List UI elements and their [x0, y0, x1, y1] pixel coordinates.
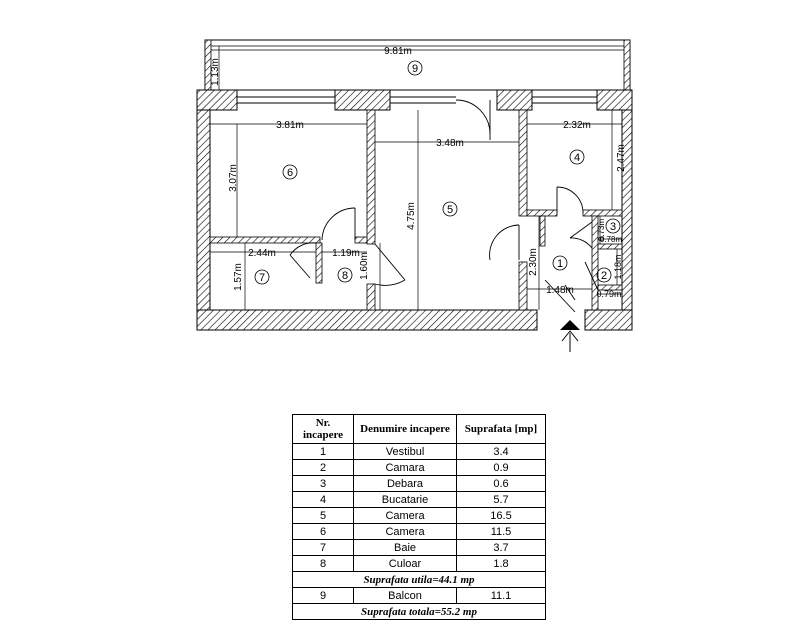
dim-room8-height: 1.60m — [359, 252, 370, 280]
cell-name: Debara — [353, 475, 457, 492]
total-row: Suprafata totala=55.2 mp — [292, 603, 546, 620]
dim-room3-width: 0.78m — [600, 235, 623, 244]
cell-name: Vestibul — [353, 443, 457, 460]
cell-nr: 6 — [292, 523, 354, 540]
cell-area: 3.7 — [456, 539, 546, 556]
cell-name: Camera — [353, 507, 457, 524]
table-row: 8 Culoar 1.8 — [292, 555, 546, 572]
room-numbers: 9 6 5 4 3 7 8 1 2 — [259, 63, 616, 284]
cell-nr: 8 — [292, 555, 354, 572]
dim-room2-width: 0.79m — [596, 289, 621, 299]
cell-name: Camara — [353, 459, 457, 476]
subtotal-text: Suprafata utila=44.1 mp — [292, 571, 546, 588]
table-header-row: Nr. incapere Denumire incapere Suprafata… — [292, 414, 546, 444]
room-markers — [254, 60, 621, 285]
table-row: 4 Bucatarie 5.7 — [292, 491, 546, 508]
dim-room5-height: 4.75m — [406, 202, 417, 230]
cell-name: Bucatarie — [353, 491, 457, 508]
cell-nr: 7 — [292, 539, 354, 556]
table-row: 7 Baie 3.7 — [292, 539, 546, 556]
dim-room4-width: 2.32m — [563, 120, 591, 131]
cell-area: 0.6 — [456, 475, 546, 492]
table-row: 5 Camera 16.5 — [292, 507, 546, 524]
dim-room7-width: 2.44m — [248, 248, 276, 259]
dim-room1-height: 2.30m — [528, 248, 539, 276]
header-name: Denumire incapere — [353, 414, 457, 444]
inner-walls — [209, 109, 623, 311]
cell-nr: 3 — [292, 475, 354, 492]
cell-nr: 1 — [292, 443, 354, 460]
cell-nr: 2 — [292, 459, 354, 476]
dim-room6-height: 3.07m — [228, 164, 239, 192]
dimension-lines — [210, 46, 624, 310]
cell-area: 5.7 — [456, 491, 546, 508]
cell-name: Balcon — [353, 587, 457, 604]
dimension-labels: 9.81m 1.13m 3.81m 3.07m 3.48m 4.75m 2.32… — [210, 46, 627, 299]
entrance-arrow-icon — [560, 320, 580, 352]
room-number-6: 6 — [287, 167, 293, 179]
cell-area: 3.4 — [456, 443, 546, 460]
cell-area: 16.5 — [456, 507, 546, 524]
room-number-7: 7 — [259, 272, 265, 284]
cell-area: 11.5 — [456, 523, 546, 540]
floor-plan: 9.81m 1.13m 3.81m 3.07m 3.48m 4.75m 2.32… — [196, 39, 633, 352]
table-row: 9 Balcon 11.1 — [292, 587, 546, 604]
room-number-1: 1 — [557, 258, 563, 270]
table-row: 3 Debara 0.6 — [292, 475, 546, 492]
header-nr: Nr. incapere — [292, 414, 354, 444]
table-row: 1 Vestibul 3.4 — [292, 443, 546, 460]
room-number-5: 5 — [447, 204, 453, 216]
room-number-4: 4 — [574, 152, 580, 164]
table-row: 6 Camera 11.5 — [292, 523, 546, 540]
room-area-table: Nr. incapere Denumire incapere Suprafata… — [292, 414, 546, 620]
cell-name: Baie — [353, 539, 457, 556]
cell-name: Camera — [353, 523, 457, 540]
dim-room5-width: 3.48m — [436, 138, 464, 149]
dim-room2-height: 1.18m — [613, 254, 623, 279]
cell-area: 11.1 — [456, 587, 546, 604]
dim-room3-height: 0.73m — [597, 219, 606, 242]
room-number-3: 3 — [610, 221, 616, 233]
cell-area: 1.8 — [456, 555, 546, 572]
subtotal-row: Suprafata utila=44.1 mp — [292, 571, 546, 588]
outer-walls — [196, 89, 633, 331]
dim-room4-height: 2.47m — [616, 144, 627, 172]
cell-nr: 5 — [292, 507, 354, 524]
dim-room7-height: 1.57m — [233, 263, 244, 291]
cell-area: 0.9 — [456, 459, 546, 476]
table-row: 2 Camara 0.9 — [292, 459, 546, 476]
dim-room1-width: 1.48m — [546, 285, 574, 296]
balcony — [204, 39, 631, 91]
room-number-2: 2 — [601, 270, 607, 282]
dim-room6-width: 3.81m — [276, 120, 304, 131]
room-number-9: 9 — [412, 63, 418, 75]
room-number-8: 8 — [342, 270, 348, 282]
header-area: Suprafata [mp] — [456, 414, 546, 444]
dim-balcony-depth: 1.13m — [210, 58, 221, 86]
cell-name: Culoar — [353, 555, 457, 572]
dim-room8-width: 1.19m — [332, 248, 360, 259]
cell-nr: 4 — [292, 491, 354, 508]
dim-balcony-length: 9.81m — [384, 46, 412, 57]
cell-nr: 9 — [292, 587, 354, 604]
total-text: Suprafata totala=55.2 mp — [292, 603, 546, 620]
